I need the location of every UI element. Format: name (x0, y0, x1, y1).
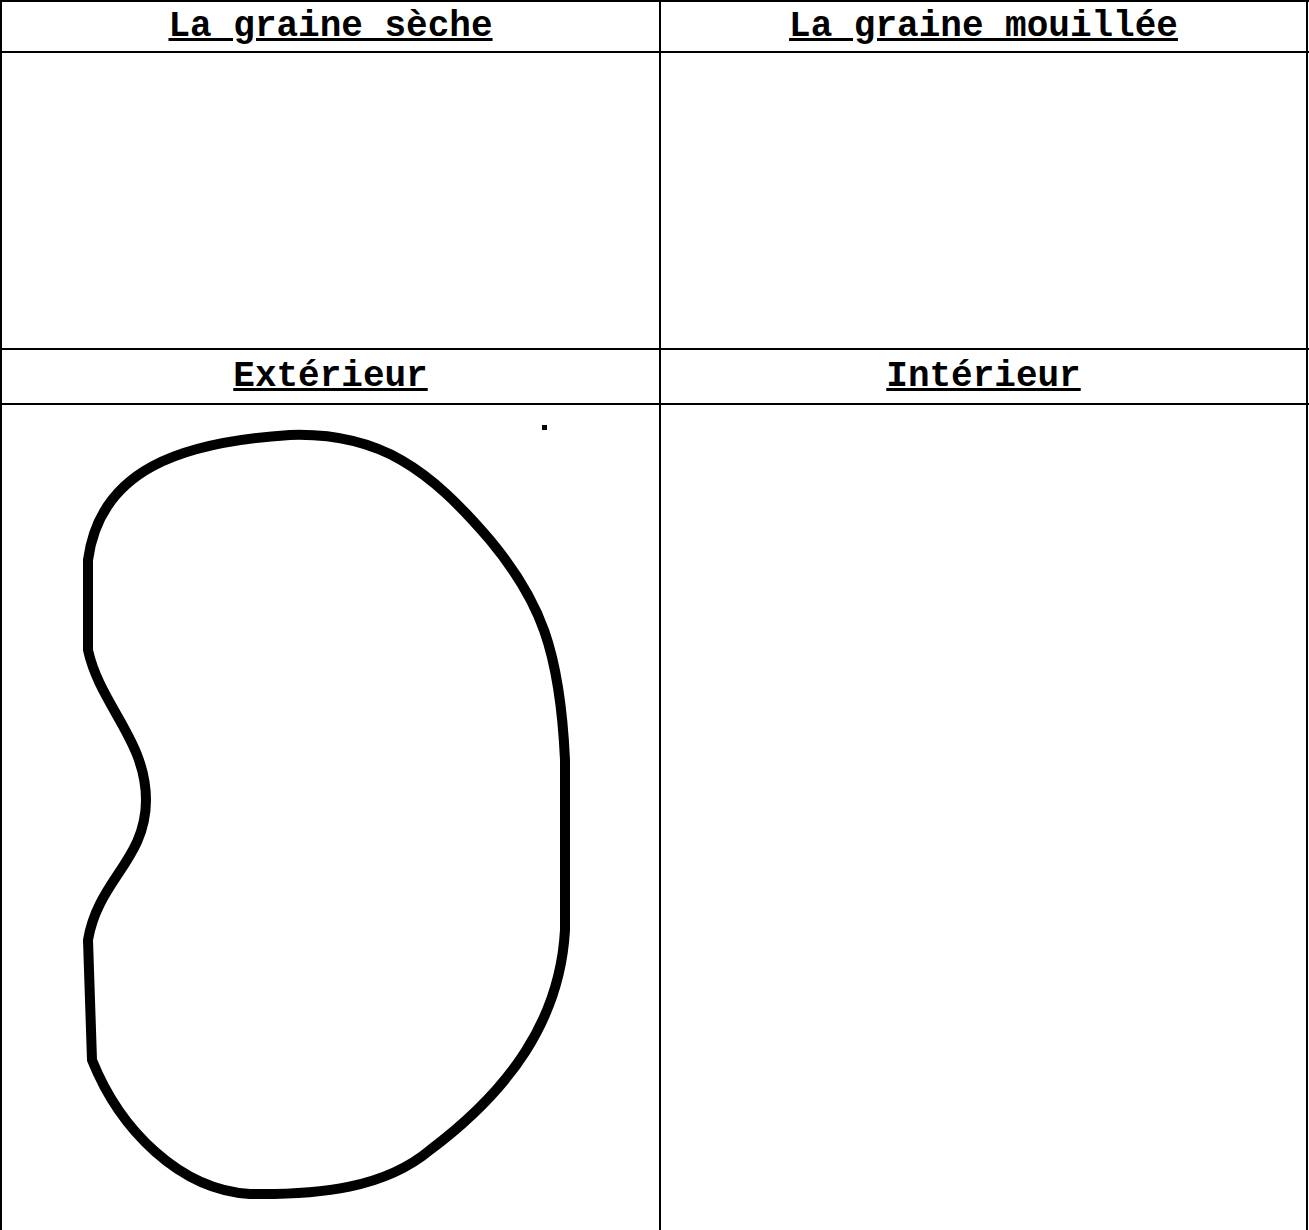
table-cell: La graine mouillée (661, 2, 1306, 52)
table-cell: La graine sèche (2, 2, 659, 52)
column-heading: Extérieur (233, 357, 427, 397)
column-heading: La graine mouillée (789, 7, 1178, 47)
table-cell: Intérieur (661, 350, 1306, 404)
table-cell: Extérieur (2, 350, 659, 404)
column-heading: La graine sèche (168, 7, 492, 47)
column-heading: Intérieur (886, 357, 1080, 397)
